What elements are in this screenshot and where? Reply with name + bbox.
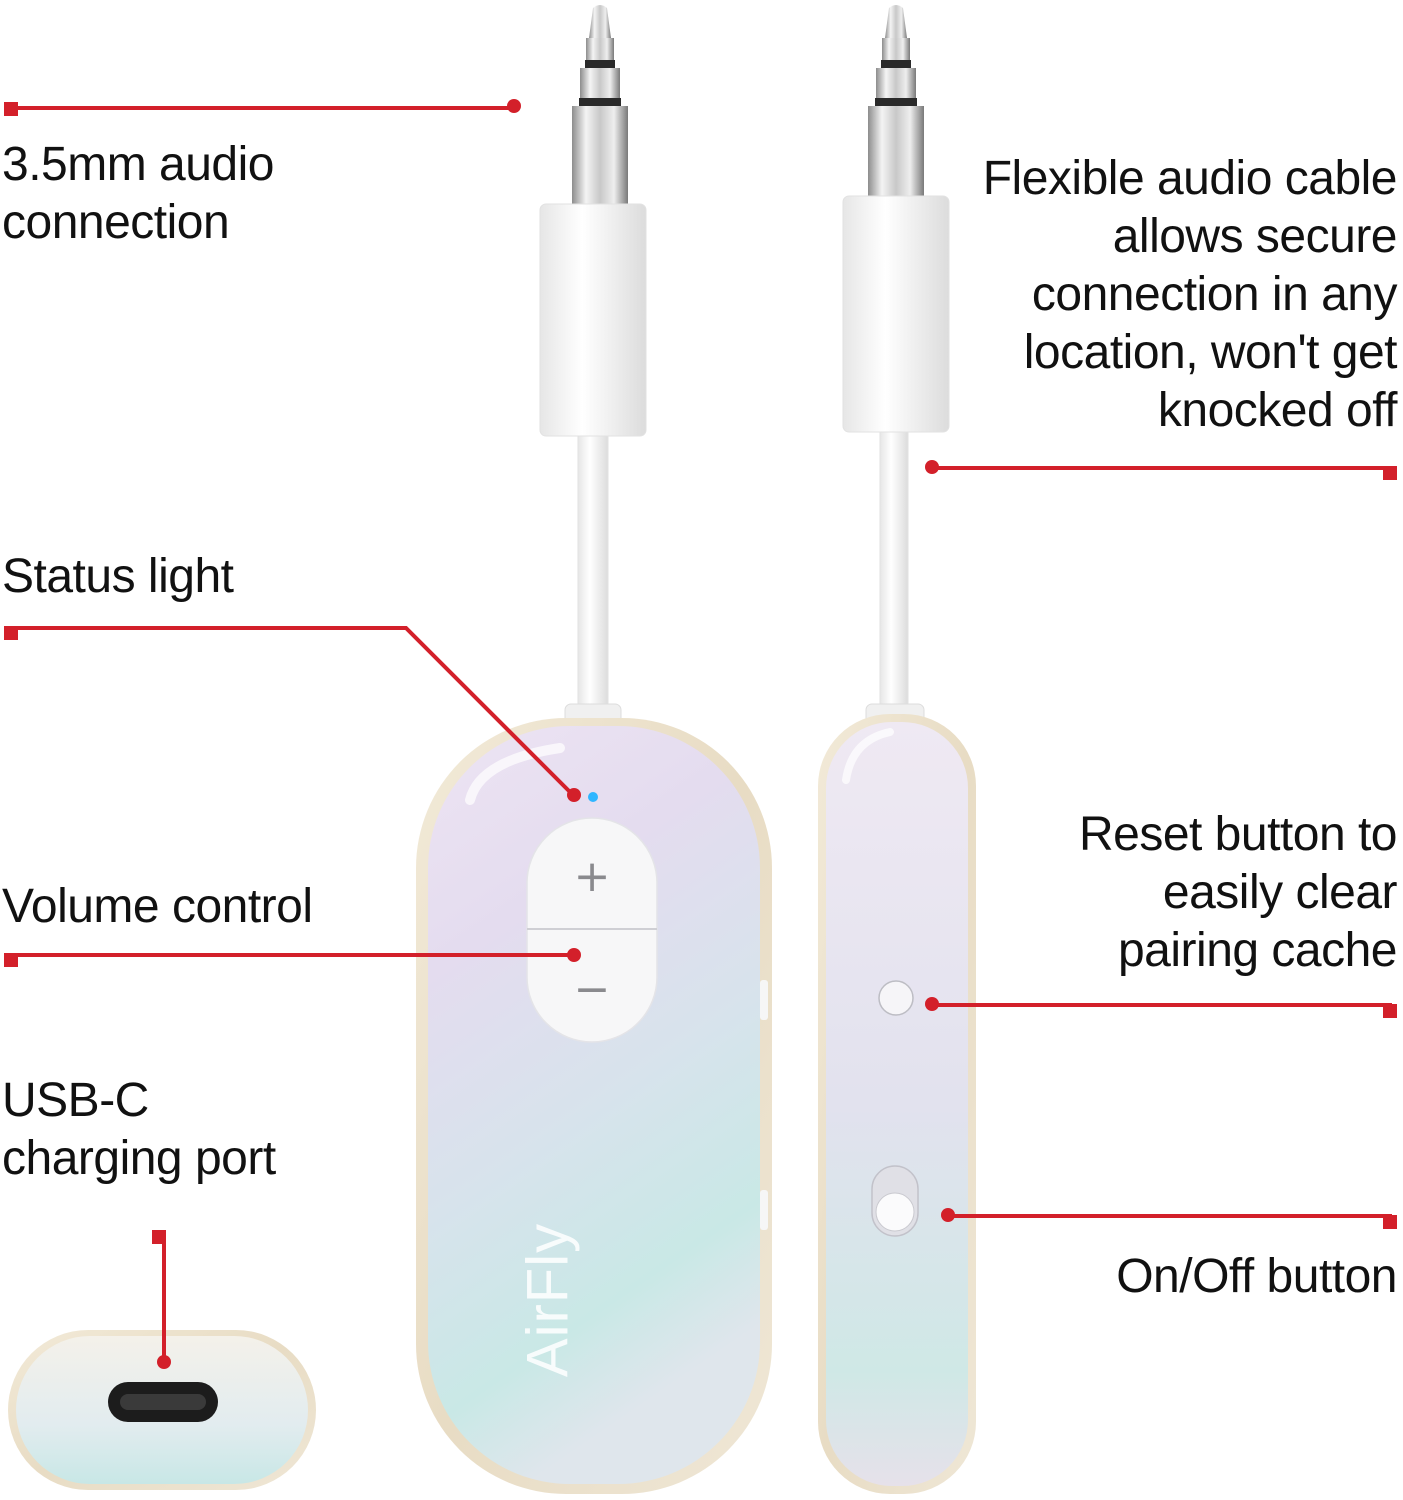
usb-c-port-icon <box>108 1382 218 1422</box>
audio-cable <box>879 431 909 707</box>
label-line: location, won't get <box>1023 326 1398 379</box>
label-line: Status light <box>2 550 234 603</box>
status-led-icon <box>588 792 598 802</box>
label-on-off-button: On/Off button <box>1116 1248 1397 1306</box>
volume-plus-icon: + <box>574 851 611 902</box>
label-line: 3.5mm audio <box>2 138 274 191</box>
label-audio-connection: 3.5mm audio connection <box>2 136 274 252</box>
label-line: On/Off button <box>1116 1250 1397 1303</box>
callout-terminals <box>4 99 1397 1369</box>
reset-pinhole-icon[interactable] <box>878 980 914 1016</box>
label-status-light: Status light <box>2 548 234 606</box>
label-line: connection in any <box>1031 268 1398 321</box>
audio-jack-icon <box>842 5 950 433</box>
label-line: USB-C <box>2 1074 149 1127</box>
label-line: easily clear <box>1162 866 1398 919</box>
label-reset-button: Reset button to easily clear pairing cac… <box>1078 806 1398 980</box>
label-line: Flexible audio cable <box>982 152 1398 205</box>
power-slider-icon[interactable] <box>871 1165 919 1237</box>
device-side <box>818 714 976 1494</box>
label-line: pairing cache <box>1117 924 1398 977</box>
label-line: Reset button to <box>1078 808 1398 861</box>
audio-cable <box>577 435 609 707</box>
label-line: charging port <box>2 1132 276 1185</box>
volume-rocker-icon[interactable]: + − <box>526 817 658 1043</box>
audio-jack-icon <box>539 5 647 437</box>
label-line: Volume control <box>2 880 313 933</box>
device-front <box>416 718 772 1494</box>
label-usb-c-port: USB-C charging port <box>2 1072 276 1188</box>
label-volume-control: Volume control <box>2 878 313 936</box>
label-line: knocked off <box>1157 384 1398 437</box>
callout-line-status <box>10 626 576 798</box>
volume-minus-icon: − <box>574 964 611 1015</box>
label-flexible-cable: Flexible audio cable allows secure conne… <box>982 150 1398 440</box>
brand-logo: AirFly <box>515 1222 581 1378</box>
label-line: connection <box>2 196 230 249</box>
label-line: allows secure <box>1112 210 1398 263</box>
